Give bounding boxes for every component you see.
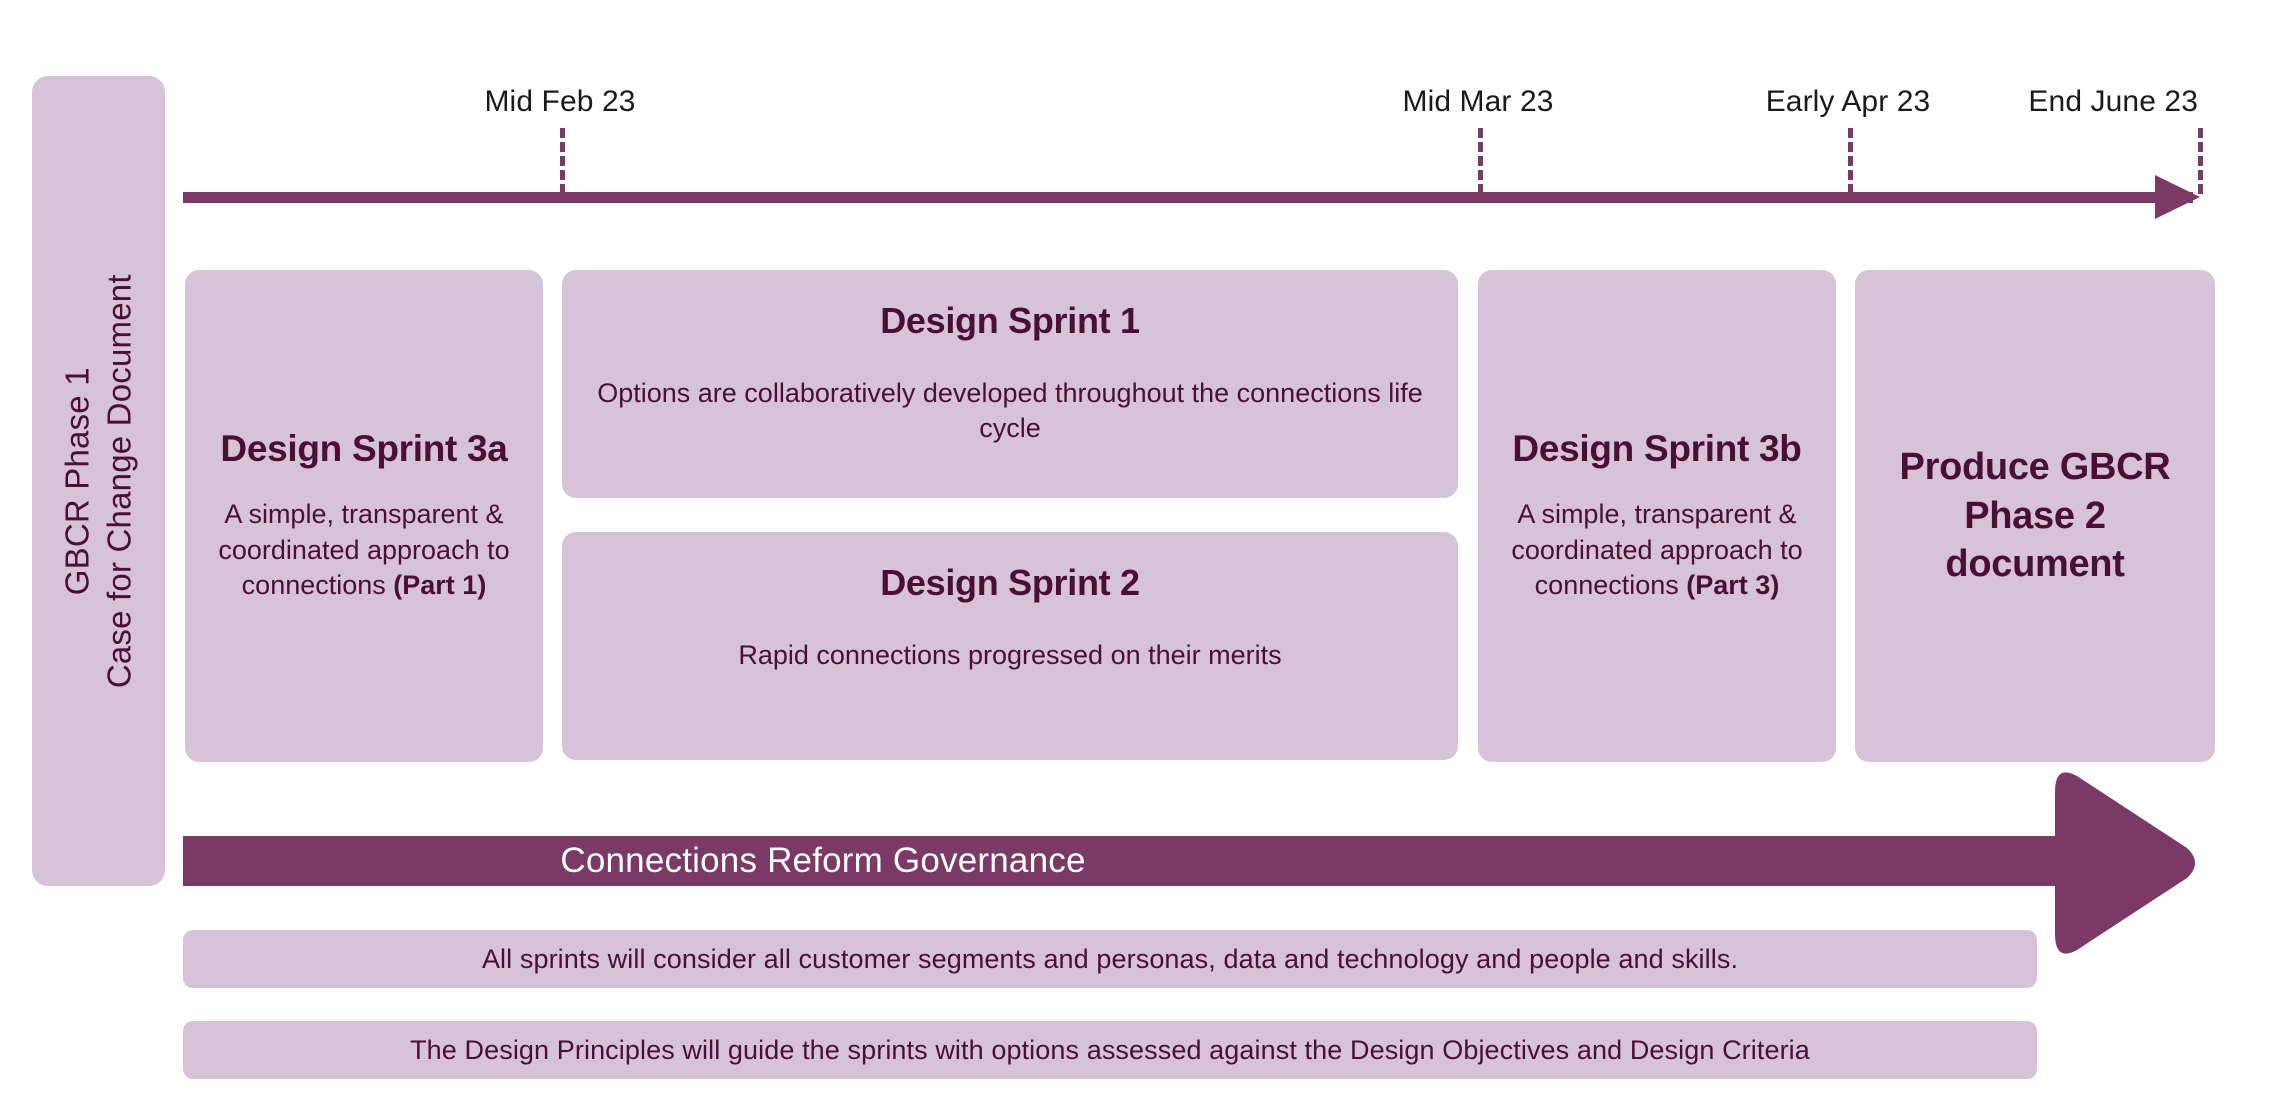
card-body-text: A simple, transparent & coordinated appr… xyxy=(218,499,510,601)
governance-arrow-shaft: Connections Reform Governance xyxy=(183,836,2113,886)
phase-panel: GBCR Phase 1 Case for Change Document xyxy=(32,76,165,886)
phase-panel-text: GBCR Phase 1 Case for Change Document xyxy=(56,274,140,688)
card-body: Options are collaboratively developed th… xyxy=(597,377,1423,444)
note-bar-customer-segments: All sprints will consider all customer s… xyxy=(183,930,2037,988)
timeline-tick-2 xyxy=(1478,128,1483,194)
governance-arrow-head-icon xyxy=(2037,762,2200,964)
card-design-sprint-1[interactable]: Design Sprint 1 Options are collaborativ… xyxy=(562,270,1458,498)
card-design-sprint-3a[interactable]: Design Sprint 3a A simple, transparent &… xyxy=(185,270,543,762)
note-bar-design-principles: The Design Principles will guide the spr… xyxy=(183,1021,2037,1079)
card-body-text: A simple, transparent & coordinated appr… xyxy=(1511,499,1803,601)
card-produce-gbcr-phase-2-document[interactable]: Produce GBCR Phase 2 document xyxy=(1855,270,2215,762)
timeline-axis xyxy=(183,192,2193,203)
card-title: Design Sprint 3b xyxy=(1512,428,1802,470)
governance-arrow-label: Connections Reform Governance xyxy=(560,841,1086,880)
card-title: Produce GBCR Phase 2 document xyxy=(1899,446,2171,586)
timeline-arrow-icon xyxy=(2155,175,2200,219)
card-title: Design Sprint 2 xyxy=(880,562,1140,603)
card-body: A simple, transparent & coordinated appr… xyxy=(1494,497,1820,604)
card-design-sprint-2[interactable]: Design Sprint 2 Rapid connections progre… xyxy=(562,532,1458,760)
timeline-tick-label-4: End June 23 xyxy=(2028,85,2198,118)
timeline-tick-label-3: Early Apr 23 xyxy=(1765,85,1931,118)
timeline-tick-3 xyxy=(1848,128,1853,194)
card-body-part-label: (Part 3) xyxy=(1686,570,1780,601)
card-body: A simple, transparent & coordinated appr… xyxy=(201,497,527,604)
phase-panel-line-1: GBCR Phase 1 xyxy=(58,366,96,596)
timeline-tick-label-2: Mid Mar 23 xyxy=(1402,85,1554,118)
timeline-tick-label-1: Mid Feb 23 xyxy=(484,85,636,118)
phase-panel-line-2: Case for Change Document xyxy=(100,274,138,688)
card-design-sprint-3b[interactable]: Design Sprint 3b A simple, transparent &… xyxy=(1478,270,1836,762)
card-body-part-label: (Part 1) xyxy=(393,570,487,601)
timeline-tick-1 xyxy=(560,128,565,194)
card-title: Design Sprint 3a xyxy=(220,428,508,470)
timeline-tick-4 xyxy=(2198,128,2203,194)
card-body: Rapid connections progressed on their me… xyxy=(738,639,1282,670)
card-title: Design Sprint 1 xyxy=(880,300,1140,341)
